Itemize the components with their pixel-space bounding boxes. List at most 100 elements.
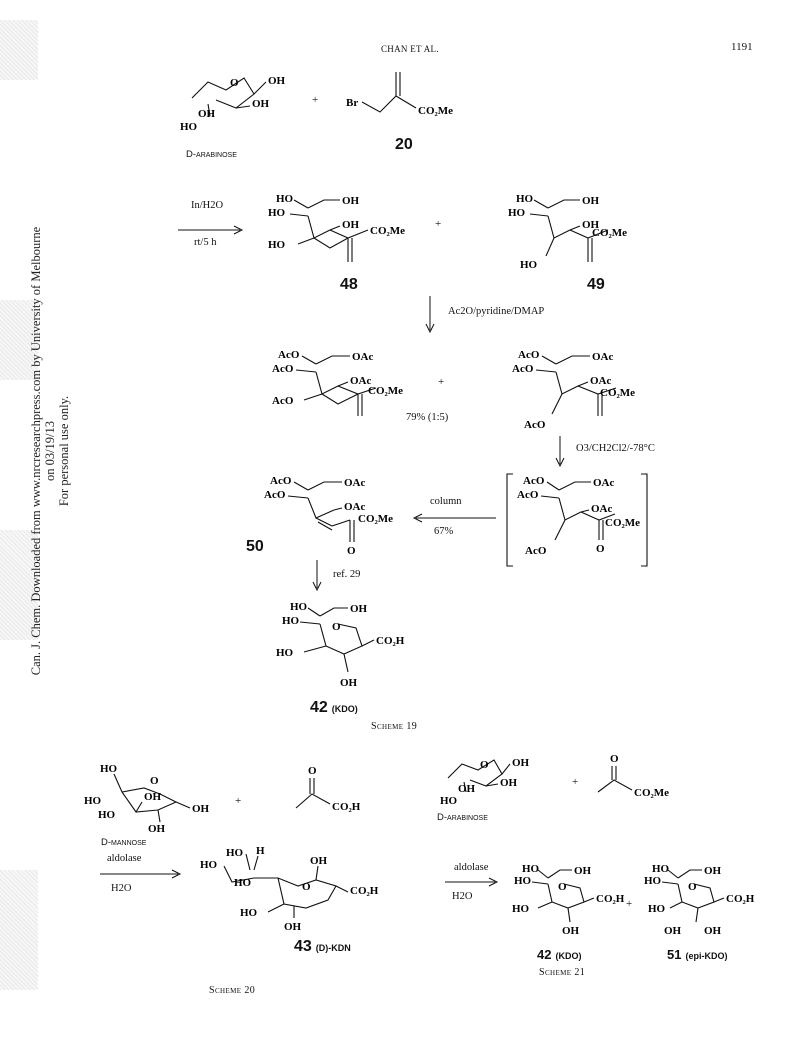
svg-text:OH: OH — [198, 108, 216, 120]
svg-text:O: O — [688, 881, 697, 893]
d-mannose-label: D-mannose — [101, 837, 147, 848]
svg-text:O: O — [302, 881, 311, 893]
compound-42-label: (KDO) — [331, 704, 358, 714]
svg-text:CO₂Me: CO₂Me — [634, 787, 669, 799]
svg-text:O: O — [596, 543, 605, 555]
compound-48-structure: HO HO OH OH HO CO₂Me — [268, 193, 405, 262]
svg-text:HO: HO — [520, 259, 538, 271]
compound-49-number: 49 — [587, 276, 605, 293]
svg-text:HO: HO — [282, 615, 300, 627]
svg-text:HO: HO — [648, 903, 666, 915]
compound-43-caption: 43 (D)-KDN — [294, 938, 351, 956]
compound-49-structure: HO HO OH OH HO CO₂Me — [508, 193, 627, 271]
step4-reagent: column — [430, 496, 462, 507]
step2-reagent: Ac2O/pyridine/DMAP — [448, 306, 545, 317]
compound-50-structure: AcO AcO OAc OAc CO₂Me O — [264, 475, 393, 557]
svg-text:Br: Br — [346, 97, 358, 109]
reaction-arrow — [425, 296, 435, 334]
scan-artifact — [0, 870, 38, 990]
svg-text:OAc: OAc — [350, 375, 372, 387]
svg-text:OH: OH — [704, 925, 722, 937]
compound-43-kdn-structure: HO H HO O HO OH CO₂H HO OH — [200, 845, 379, 933]
svg-text:OH: OH — [342, 219, 360, 231]
svg-text:AcO: AcO — [512, 363, 534, 375]
download-notice: Can. J. Chem. Downloaded from www.nrcres… — [29, 221, 71, 681]
svg-text:AcO: AcO — [523, 475, 545, 487]
svg-text:CO₂H: CO₂H — [332, 801, 361, 813]
svg-text:AcO: AcO — [272, 363, 294, 375]
svg-text:HO: HO — [522, 863, 540, 875]
svg-text:OAc: OAc — [352, 351, 374, 363]
compound-42-number: 42 — [310, 699, 328, 716]
svg-text:HO: HO — [84, 795, 102, 807]
svg-text:AcO: AcO — [525, 545, 547, 557]
svg-text:CO₂H: CO₂H — [350, 885, 379, 897]
svg-text:OH: OH — [350, 603, 368, 615]
svg-text:HO: HO — [180, 121, 198, 133]
svg-text:O: O — [230, 77, 239, 89]
svg-text:HO: HO — [268, 239, 286, 251]
download-notice-line1: Can. J. Chem. Downloaded from www.nrcres… — [29, 226, 57, 676]
step3-reagent: O3/CH2Cl2/-78°C — [576, 443, 655, 454]
ozonolysis-intermediate-structure: AcO AcO OAc OAc AcO CO₂Me O — [506, 473, 648, 567]
svg-text:HO: HO — [234, 877, 252, 889]
svg-text:HO: HO — [276, 193, 294, 205]
svg-text:O: O — [347, 545, 356, 557]
svg-text:OH: OH — [574, 865, 592, 877]
svg-text:HO: HO — [276, 647, 294, 659]
svg-text:OH: OH — [192, 803, 210, 815]
svg-text:OH: OH — [342, 195, 360, 207]
compound-51-number: 51 — [667, 947, 682, 962]
svg-text:CO₂Me: CO₂Me — [605, 517, 640, 529]
svg-text:CO₂Me: CO₂Me — [418, 105, 453, 117]
page-number: 1191 — [731, 41, 753, 53]
reaction-arrow — [312, 560, 322, 592]
svg-text:CO₂Me: CO₂Me — [600, 387, 635, 399]
svg-text:OH: OH — [458, 783, 476, 795]
svg-text:OH: OH — [562, 925, 580, 937]
compound-42-kdo-structure-2: HO HO OH O HO CO₂H OH — [512, 863, 625, 937]
svg-text:OH: OH — [582, 219, 600, 231]
acetylated-48-structure: AcO AcO OAc OAc AcO CO₂Me — [272, 349, 403, 416]
compound-20-structure: Br CO₂Me — [346, 72, 453, 117]
svg-text:OH: OH — [252, 98, 270, 110]
reaction-arrow — [178, 225, 244, 235]
svg-text:CO₂Me: CO₂Me — [592, 227, 627, 239]
step4-yield: 67% — [434, 526, 454, 537]
step1-conditions: rt/5 h — [194, 237, 217, 248]
scheme-20-caption: Scheme 20 — [209, 985, 256, 996]
running-title: CHAN ET AL. — [381, 44, 439, 54]
scan-artifact — [0, 300, 38, 380]
scheme20-reagent: aldolase — [107, 853, 142, 864]
svg-text:HO: HO — [508, 207, 526, 219]
svg-text:AcO: AcO — [278, 349, 300, 361]
scan-artifact — [0, 530, 38, 640]
plus-sign: + — [438, 376, 445, 388]
plus-sign: + — [435, 218, 442, 230]
svg-text:CO₂Me: CO₂Me — [358, 513, 393, 525]
plus-sign: + — [572, 776, 579, 788]
svg-text:HO: HO — [440, 795, 458, 807]
compound-42-number-2: 42 — [537, 947, 552, 962]
svg-text:CO₂H: CO₂H — [726, 893, 755, 905]
svg-text:OAc: OAc — [590, 375, 612, 387]
svg-text:HO: HO — [100, 763, 118, 775]
d-arabinose-label-2: D-arabinose — [437, 812, 488, 823]
svg-text:OAc: OAc — [344, 501, 366, 513]
svg-text:HO: HO — [290, 601, 308, 613]
compound-43-number: 43 — [294, 938, 312, 955]
svg-text:HO: HO — [240, 907, 258, 919]
svg-text:HO: HO — [200, 859, 218, 871]
svg-text:CO₂H: CO₂H — [376, 635, 405, 647]
svg-text:HO: HO — [644, 875, 662, 887]
svg-text:OAc: OAc — [344, 477, 366, 489]
scheme20-solvent: H2O — [111, 883, 132, 894]
step1-reagent: In/H2O — [191, 200, 224, 211]
reaction-arrow — [100, 869, 182, 879]
d-mannose-structure: HO O OH HO HO OH OH — [84, 763, 210, 835]
svg-text:OH: OH — [582, 195, 600, 207]
yield-ratio: 79% (1:5) — [406, 412, 449, 423]
svg-text:O: O — [308, 765, 317, 777]
compound-51-caption: 51 (epi-KDO) — [667, 946, 727, 964]
svg-text:OH: OH — [512, 757, 530, 769]
